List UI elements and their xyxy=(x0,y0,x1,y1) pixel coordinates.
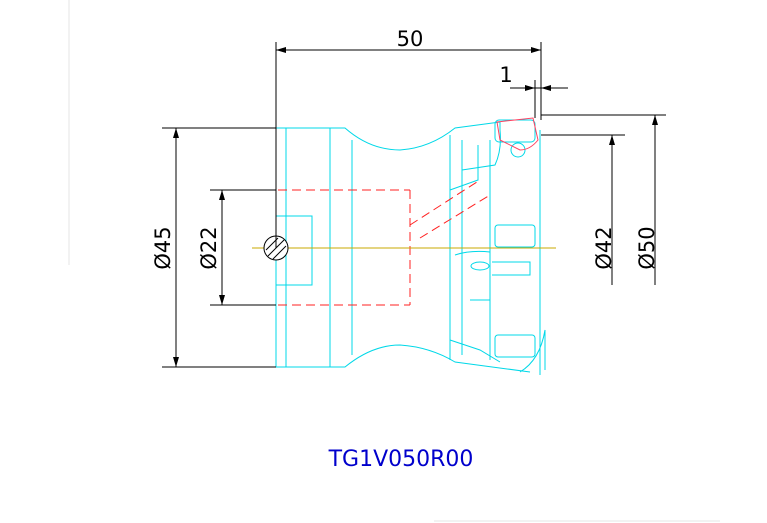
dim-body-diameter: Ø45 xyxy=(151,127,276,368)
dim-bore-diameter-label: Ø22 xyxy=(197,226,221,269)
dim-overall-length: 50 xyxy=(275,27,542,248)
dim-overall-length-label: 50 xyxy=(397,27,424,51)
dim-cutting-diameter: Ø50 xyxy=(541,114,666,285)
dim-body-diameter-label: Ø45 xyxy=(151,226,175,269)
dim-inner-cut-diameter-label: Ø42 xyxy=(592,226,616,269)
insert-highlight xyxy=(496,117,539,151)
dim-inner-cut-diameter: Ø42 xyxy=(541,134,625,285)
dim-insert-offset: 1 xyxy=(499,63,568,118)
part-number: TG1V050R00 xyxy=(328,447,474,472)
sheet-border xyxy=(68,0,720,522)
dim-cutting-diameter-label: Ø50 xyxy=(635,226,659,269)
dim-bore-diameter: Ø22 xyxy=(197,189,276,306)
dim-insert-offset-label: 1 xyxy=(499,63,512,87)
